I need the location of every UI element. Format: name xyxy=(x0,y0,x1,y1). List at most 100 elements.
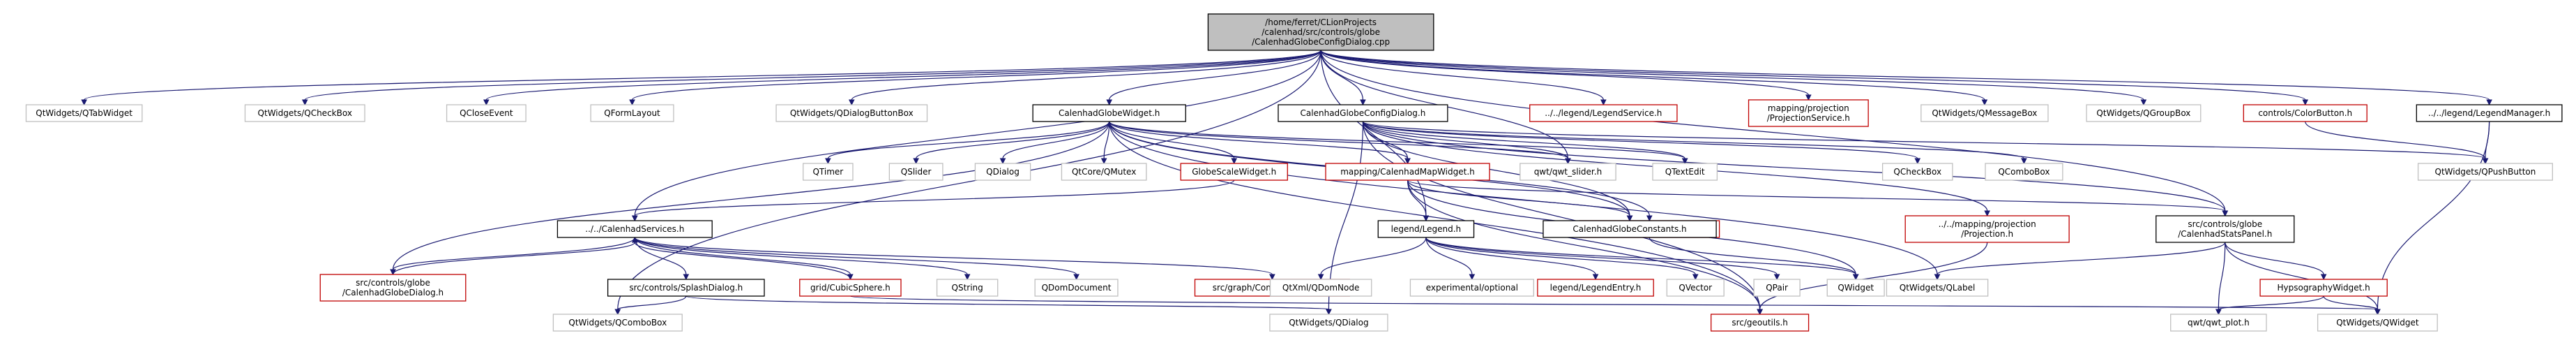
node-label: QtWidgets/QDialogButtonBox xyxy=(790,108,914,118)
node-label: QVector xyxy=(1679,283,1712,293)
node-qdialogbuttonbox: QtWidgets/QDialogButtonBox xyxy=(775,104,928,122)
node-label: QString xyxy=(952,283,983,293)
node-expoptional: experimental/optional xyxy=(1409,279,1534,297)
node-label: QComboBox xyxy=(1998,167,2050,177)
node-legendservice[interactable]: ../../legend/LegendService.h xyxy=(1529,104,1678,122)
node-configdialog_h[interactable]: CalenhadGlobeConfigDialog.h xyxy=(1278,104,1448,122)
edge-globewidget-to-globescalewidget xyxy=(1109,121,1238,165)
node-qmutex: QtCore/QMutex xyxy=(1061,163,1147,181)
edge-root-to-qmessagebox xyxy=(1320,50,1988,106)
edge-statspanel-to-hypsography xyxy=(2225,242,2327,281)
edge-root-to-projectionservice xyxy=(1320,50,1812,101)
node-label: QFormLayout xyxy=(604,108,660,118)
node-label: legend/LegendEntry.h xyxy=(1550,283,1642,293)
edge-root-to-qdialogbuttonbox xyxy=(848,50,1321,106)
node-hypsography[interactable]: HypsographyWidget.h xyxy=(2259,279,2388,297)
node-label: src/controls/globe xyxy=(356,278,430,288)
edge-statspanel-to-qwtplot xyxy=(2215,242,2226,316)
node-label: QtWidgets/QMessageBox xyxy=(1932,108,2037,118)
node-label: QDomDocument xyxy=(1042,283,1112,293)
edge-root-to-qgroupbox xyxy=(1320,50,2147,106)
node-qtwidgets_qcombobox: QtWidgets/QComboBox xyxy=(552,314,683,332)
node-qdialog: QDialog xyxy=(974,163,1031,181)
edge-calenhadservices-to-qdomdocument xyxy=(634,237,1079,281)
node-projection_h[interactable]: ../../mapping/projection/Projection.h xyxy=(1904,215,2070,243)
edge-calenhadservices-to-globedialog xyxy=(390,237,635,276)
edge-globewidget-to-qmutex xyxy=(1100,121,1110,165)
edge-colorbutton-to-qpushbutton xyxy=(2305,121,2489,165)
node-label: QtWidgets/QGroupBox xyxy=(2096,108,2190,118)
node-mapwidget[interactable]: mapping/CalenhadMapWidget.h xyxy=(1325,163,1490,181)
node-qstring: QString xyxy=(936,279,999,297)
node-qformlayout: QFormLayout xyxy=(590,104,674,122)
edge-configdialog_h-to-qtextedit xyxy=(1362,121,1688,165)
node-colorbutton[interactable]: controls/ColorButton.h xyxy=(2243,104,2367,122)
edge-legend_h-to-legendentry xyxy=(1425,237,1599,281)
node-qwidget: QWidget xyxy=(1826,279,1885,297)
edge-root-to-legendservice xyxy=(1320,50,1607,106)
edge-legend_h-to-qpair xyxy=(1425,237,1780,281)
node-label: grid/CubicSphere.h xyxy=(810,283,891,293)
node-label: /CalenhadGlobeConfigDialog.cpp xyxy=(1252,37,1390,47)
node-qmessagebox: QtWidgets/QMessageBox xyxy=(1920,104,2049,122)
node-qtabwidget: QtWidgets/QTabWidget xyxy=(25,104,143,122)
node-label: ../../CalenhadServices.h xyxy=(585,224,684,234)
edge-calenhadservices-to-cubicsphere xyxy=(634,237,854,281)
edge-legend_h-to-qxmlqdomnode xyxy=(1317,237,1427,281)
node-qvector: QVector xyxy=(1666,279,1725,297)
node-root[interactable]: /home/ferret/CLionProjects/calenhad/src/… xyxy=(1207,13,1434,51)
node-statspanel[interactable]: src/controls/globe/CalenhadStatsPanel.h xyxy=(2155,215,2295,243)
edge-projection_h-to-geoutils xyxy=(1757,242,1988,316)
edge-root-to-legendmanager xyxy=(1320,50,2492,106)
node-label: qwt/qwt_plot.h xyxy=(2188,318,2250,328)
node-legendmanager[interactable]: ../../legend/LegendManager.h xyxy=(2416,104,2563,122)
node-globedialog[interactable]: src/controls/globe/CalenhadGlobeDialog.h xyxy=(319,274,467,302)
node-qslider: QSlider xyxy=(888,163,944,181)
node-label: /calenhad/src/controls/globe xyxy=(1262,27,1380,37)
node-globescalewidget[interactable]: GlobeScaleWidget.h xyxy=(1180,163,1288,181)
node-qtwidgets_qwidget: QtWidgets/QWidget xyxy=(2317,314,2438,332)
node-label: QTimer xyxy=(812,167,843,177)
node-label: /Projection.h xyxy=(1961,229,2013,239)
node-label: QtWidgets/QDialog xyxy=(1289,318,1368,328)
node-qdomdocument: QDomDocument xyxy=(1034,279,1119,297)
edge-legend_h-to-qwidget xyxy=(1425,237,1859,281)
node-label: QtWidgets/QWidget xyxy=(2336,318,2419,328)
node-label: ../../mapping/projection xyxy=(1939,219,2036,229)
node-geoutils[interactable]: src/geoutils.h xyxy=(1710,314,1810,332)
edge-calenhadservices-to-computeservice xyxy=(634,237,1275,281)
edge-legend_h-to-qvector xyxy=(1425,237,1699,281)
node-splashdialog[interactable]: src/controls/SplashDialog.h xyxy=(607,279,765,297)
edge-globewidget-to-qslider xyxy=(913,121,1110,165)
node-qtimer: QTimer xyxy=(803,163,854,181)
node-globewidget[interactable]: CalenhadGlobeWidget.h xyxy=(1032,104,1186,122)
node-globeconstants[interactable]: CalenhadGlobeConstants.h xyxy=(1543,220,1717,238)
node-legendentry[interactable]: legend/LegendEntry.h xyxy=(1537,279,1654,297)
edge-legendmanager-to-qtwidgets_qwidget xyxy=(2374,121,2490,316)
node-projectionservice[interactable]: mapping/projection/ProjectionService.h xyxy=(1748,99,1869,127)
node-qxmlqdomnode: QtXml/QDomNode xyxy=(1269,279,1372,297)
edge-statspanel-to-qtwidgets_qwidget xyxy=(2225,242,2381,316)
edge-splashdialog-to-qtwidgets_qcombobox xyxy=(614,295,687,316)
edge-legendmanager-to-qpushbutton xyxy=(2482,121,2490,165)
edge-calenhadservices-to-splashdialog xyxy=(634,237,690,281)
edge-root-to-qcheckbox_w xyxy=(301,50,1321,106)
node-legend_h[interactable]: legend/Legend.h xyxy=(1377,220,1475,238)
edge-calenhadservices-to-qstring xyxy=(634,237,971,281)
edge-root-to-qcloseevent xyxy=(483,50,1321,106)
node-label: controls/ColorButton.h xyxy=(2258,108,2352,118)
edge-root-to-qtabwidget xyxy=(81,50,1321,106)
node-label: QCloseEvent xyxy=(460,108,513,118)
node-label: src/geoutils.h xyxy=(1732,318,1788,328)
node-cubicsphere[interactable]: grid/CubicSphere.h xyxy=(799,279,902,297)
node-label: /CalenhadGlobeDialog.h xyxy=(342,288,444,297)
node-label: src/controls/SplashDialog.h xyxy=(629,283,743,293)
node-qgroupbox: QtWidgets/QGroupBox xyxy=(2086,104,2202,122)
edge-globewidget-to-qdialog xyxy=(999,121,1110,165)
node-calenhadservices[interactable]: ../../CalenhadServices.h xyxy=(556,220,713,238)
node-label: /home/ferret/CLionProjects xyxy=(1265,17,1377,27)
edge-statspanel-to-qlabel xyxy=(1934,242,2226,281)
node-label: CalenhadGlobeConfigDialog.h xyxy=(1301,108,1426,118)
node-qtextedit: QTextEdit xyxy=(1652,163,1718,181)
